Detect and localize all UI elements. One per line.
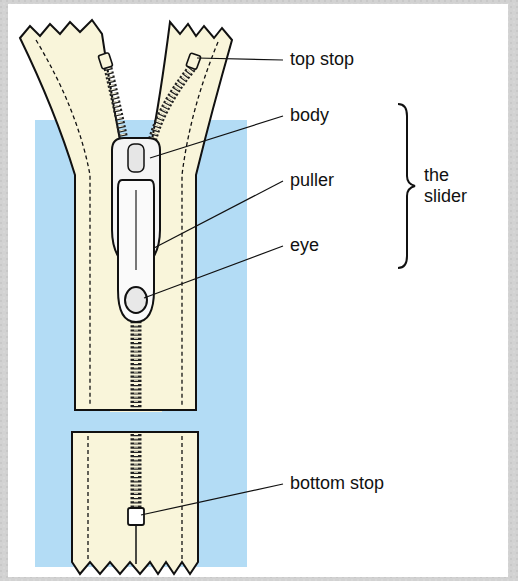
part-label: eye bbox=[290, 235, 319, 256]
group-label: the slider bbox=[424, 165, 486, 207]
bracket bbox=[398, 104, 415, 268]
tape-cut bbox=[75, 409, 196, 411]
zipper-teeth bbox=[134, 434, 138, 510]
puller-ridge bbox=[135, 190, 137, 270]
bottom-stop bbox=[128, 508, 144, 525]
white-panel bbox=[8, 4, 508, 577]
top-stop bbox=[186, 53, 201, 70]
slider-puller bbox=[118, 180, 154, 322]
stitching bbox=[36, 40, 90, 405]
zipper-teeth bbox=[131, 434, 142, 510]
stitching bbox=[87, 436, 88, 560]
right-tape bbox=[150, 22, 232, 410]
leader-line bbox=[141, 484, 283, 515]
leader-line bbox=[150, 116, 283, 158]
puller-eye bbox=[125, 287, 147, 313]
part-label: top stop bbox=[290, 49, 354, 70]
tape-seam bbox=[135, 524, 137, 564]
leader-line bbox=[144, 246, 283, 298]
part-label: bottom stop bbox=[290, 473, 384, 494]
stitching bbox=[181, 436, 182, 560]
slider-lug bbox=[128, 144, 144, 172]
part-label: puller bbox=[290, 170, 334, 191]
zipper-teeth bbox=[150, 68, 192, 150]
lower-tape bbox=[72, 432, 198, 574]
leader-line bbox=[154, 181, 283, 248]
top-stop bbox=[98, 52, 113, 69]
part-label: body bbox=[290, 105, 329, 126]
tape-join bbox=[110, 150, 162, 412]
zipper-teeth bbox=[150, 68, 192, 150]
leader-line bbox=[197, 58, 283, 60]
